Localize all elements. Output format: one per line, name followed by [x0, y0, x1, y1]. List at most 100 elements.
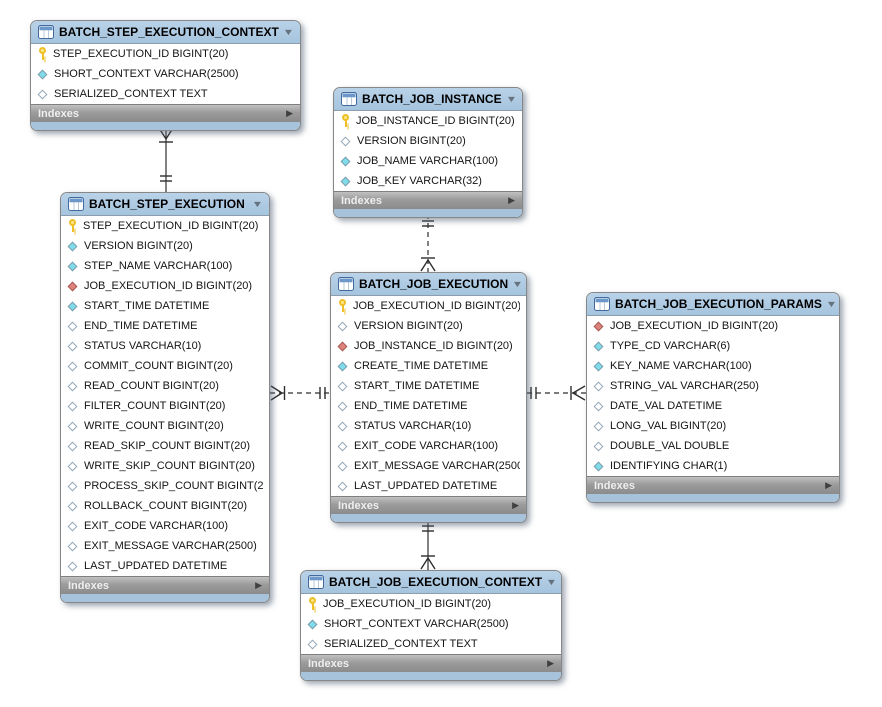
column-row[interactable]: STATUS VARCHAR(10)	[331, 416, 526, 436]
column-row[interactable]: END_TIME DATETIME	[61, 316, 269, 336]
table-header[interactable]: BATCH_STEP_EXECUTION_CONTEXT ▼	[31, 21, 300, 44]
column-row[interactable]: LONG_VAL BIGINT(20)	[587, 416, 839, 436]
diamond-hollow-icon	[67, 461, 78, 471]
table-title: BATCH_JOB_EXECUTION_CONTEXT	[329, 575, 543, 589]
indexes-bar[interactable]: Indexes ▶	[331, 496, 526, 514]
table-header[interactable]: BATCH_JOB_EXECUTION ▼	[331, 273, 526, 296]
column-row[interactable]: KEY_NAME VARCHAR(100)	[587, 356, 839, 376]
column-row[interactable]: TYPE_CD VARCHAR(6)	[587, 336, 839, 356]
diamond-hollow-icon	[337, 441, 348, 451]
column-row[interactable]: LAST_UPDATED DATETIME	[61, 556, 269, 576]
table-bottom-strip	[61, 594, 269, 602]
diamond-hollow-icon	[67, 541, 78, 551]
column-row[interactable]: JOB_KEY VARCHAR(32)	[334, 171, 522, 191]
column-row[interactable]: VERSION BIGINT(20)	[331, 316, 526, 336]
column-label: READ_COUNT BIGINT(20)	[84, 380, 219, 392]
indexes-bar[interactable]: Indexes ▶	[587, 476, 839, 494]
column-row[interactable]: WRITE_COUNT BIGINT(20)	[61, 416, 269, 436]
table-batch-job-execution-params[interactable]: BATCH_JOB_EXECUTION_PARAMS ▼ JOB_EXECUTI…	[586, 292, 840, 503]
indexes-bar[interactable]: Indexes ▶	[334, 191, 522, 209]
indexes-bar[interactable]: Indexes ▶	[301, 654, 561, 672]
column-row[interactable]: STEP_NAME VARCHAR(100)	[61, 256, 269, 276]
table-batch-step-execution-context[interactable]: BATCH_STEP_EXECUTION_CONTEXT ▼ STEP_EXEC…	[30, 20, 301, 131]
collapse-caret-icon[interactable]: ▼	[505, 93, 517, 104]
column-row[interactable]: START_TIME DATETIME	[61, 296, 269, 316]
column-label: JOB_INSTANCE_ID BIGINT(20)	[354, 340, 513, 352]
column-row[interactable]: PROCESS_SKIP_COUNT BIGINT(20)	[61, 476, 269, 496]
column-row[interactable]: WRITE_SKIP_COUNT BIGINT(20)	[61, 456, 269, 476]
column-row[interactable]: COMMIT_COUNT BIGINT(20)	[61, 356, 269, 376]
column-row[interactable]: JOB_EXECUTION_ID BIGINT(20)	[587, 316, 839, 336]
table-header[interactable]: BATCH_JOB_INSTANCE ▼	[334, 88, 522, 111]
column-row[interactable]: EXIT_MESSAGE VARCHAR(2500)	[61, 536, 269, 556]
collapse-caret-icon[interactable]: ▼	[545, 576, 558, 587]
column-row[interactable]: END_TIME DATETIME	[331, 396, 526, 416]
column-row[interactable]: JOB_NAME VARCHAR(100)	[334, 151, 522, 171]
column-label: DATE_VAL DATETIME	[610, 400, 723, 412]
relationship-job-execution-to-step-execution[interactable]	[270, 385, 330, 401]
expand-arrow-icon[interactable]: ▶	[512, 500, 519, 510]
table-batch-job-execution-context[interactable]: BATCH_JOB_EXECUTION_CONTEXT ▼ JOB_EXECUT…	[300, 570, 562, 681]
table-batch-job-execution[interactable]: BATCH_JOB_EXECUTION ▼ JOB_EXECUTION_ID B…	[330, 272, 527, 523]
column-list: STEP_EXECUTION_ID BIGINT(20) VERSION BIG…	[61, 216, 269, 576]
indexes-bar[interactable]: Indexes ▶	[61, 576, 269, 594]
column-row[interactable]: STATUS VARCHAR(10)	[61, 336, 269, 356]
table-header[interactable]: BATCH_JOB_EXECUTION_CONTEXT ▼	[301, 571, 561, 594]
column-list: JOB_EXECUTION_ID BIGINT(20) SHORT_CONTEX…	[301, 594, 561, 654]
indexes-bar[interactable]: Indexes ▶	[31, 104, 300, 122]
table-header[interactable]: BATCH_STEP_EXECUTION ▼	[61, 193, 269, 216]
diamond-hollow-icon	[593, 421, 604, 431]
column-row[interactable]: DATE_VAL DATETIME	[587, 396, 839, 416]
column-row[interactable]: STEP_EXECUTION_ID BIGINT(20)	[61, 216, 269, 236]
column-label: JOB_EXECUTION_ID BIGINT(20)	[323, 598, 492, 610]
expand-arrow-icon[interactable]: ▶	[547, 658, 554, 668]
column-row[interactable]: CREATE_TIME DATETIME	[331, 356, 526, 376]
relationship-job-execution-to-job-execution-context[interactable]	[420, 519, 436, 570]
relationship-step-execution-to-step-execution-context[interactable]	[158, 127, 174, 192]
column-label: COMMIT_COUNT BIGINT(20)	[84, 360, 233, 372]
column-row[interactable]: JOB_EXECUTION_ID BIGINT(20)	[301, 594, 561, 614]
collapse-caret-icon[interactable]: ▼	[511, 278, 524, 289]
column-row[interactable]: VERSION BIGINT(20)	[61, 236, 269, 256]
table-icon	[308, 575, 324, 589]
relationship-job-instance-to-job-execution[interactable]	[420, 214, 436, 272]
column-row[interactable]: SHORT_CONTEXT VARCHAR(2500)	[31, 64, 300, 84]
column-row[interactable]: EXIT_CODE VARCHAR(100)	[61, 516, 269, 536]
column-row[interactable]: STRING_VAL VARCHAR(250)	[587, 376, 839, 396]
column-row[interactable]: LAST_UPDATED DATETIME	[331, 476, 526, 496]
column-row[interactable]: IDENTIFYING CHAR(1)	[587, 456, 839, 476]
table-bottom-strip	[587, 494, 839, 502]
expand-arrow-icon[interactable]: ▶	[508, 195, 515, 205]
column-row[interactable]: FILTER_COUNT BIGINT(20)	[61, 396, 269, 416]
expand-arrow-icon[interactable]: ▶	[286, 108, 293, 118]
collapse-caret-icon[interactable]: ▼	[251, 198, 264, 209]
table-batch-job-instance[interactable]: BATCH_JOB_INSTANCE ▼ JOB_INSTANCE_ID BIG…	[333, 87, 523, 218]
table-icon	[68, 197, 84, 211]
relationship-job-execution-to-job-execution-params[interactable]	[527, 385, 586, 401]
expand-arrow-icon[interactable]: ▶	[255, 580, 262, 590]
column-row[interactable]: ROLLBACK_COUNT BIGINT(20)	[61, 496, 269, 516]
indexes-label: Indexes	[68, 579, 109, 592]
column-row[interactable]: SERIALIZED_CONTEXT TEXT	[301, 634, 561, 654]
expand-arrow-icon[interactable]: ▶	[825, 480, 832, 490]
column-row[interactable]: JOB_INSTANCE_ID BIGINT(20)	[331, 336, 526, 356]
column-label: ROLLBACK_COUNT BIGINT(20)	[84, 500, 248, 512]
column-row[interactable]: JOB_EXECUTION_ID BIGINT(20)	[331, 296, 526, 316]
column-row[interactable]: SHORT_CONTEXT VARCHAR(2500)	[301, 614, 561, 634]
collapse-caret-icon[interactable]: ▼	[282, 26, 295, 37]
column-row[interactable]: STEP_EXECUTION_ID BIGINT(20)	[31, 44, 300, 64]
diamond-filled-icon	[340, 156, 351, 166]
column-row[interactable]: READ_COUNT BIGINT(20)	[61, 376, 269, 396]
column-row[interactable]: DOUBLE_VAL DOUBLE	[587, 436, 839, 456]
table-batch-step-execution[interactable]: BATCH_STEP_EXECUTION ▼ STEP_EXECUTION_ID…	[60, 192, 270, 603]
table-header[interactable]: BATCH_JOB_EXECUTION_PARAMS ▼	[587, 293, 839, 316]
column-row[interactable]: READ_SKIP_COUNT BIGINT(20)	[61, 436, 269, 456]
column-row[interactable]: VERSION BIGINT(20)	[334, 131, 522, 151]
column-row[interactable]: START_TIME DATETIME	[331, 376, 526, 396]
column-row[interactable]: JOB_EXECUTION_ID BIGINT(20)	[61, 276, 269, 296]
column-row[interactable]: EXIT_CODE VARCHAR(100)	[331, 436, 526, 456]
collapse-caret-icon[interactable]: ▼	[825, 298, 838, 309]
column-row[interactable]: JOB_INSTANCE_ID BIGINT(20)	[334, 111, 522, 131]
column-row[interactable]: EXIT_MESSAGE VARCHAR(2500)	[331, 456, 526, 476]
column-row[interactable]: SERIALIZED_CONTEXT TEXT	[31, 84, 300, 104]
